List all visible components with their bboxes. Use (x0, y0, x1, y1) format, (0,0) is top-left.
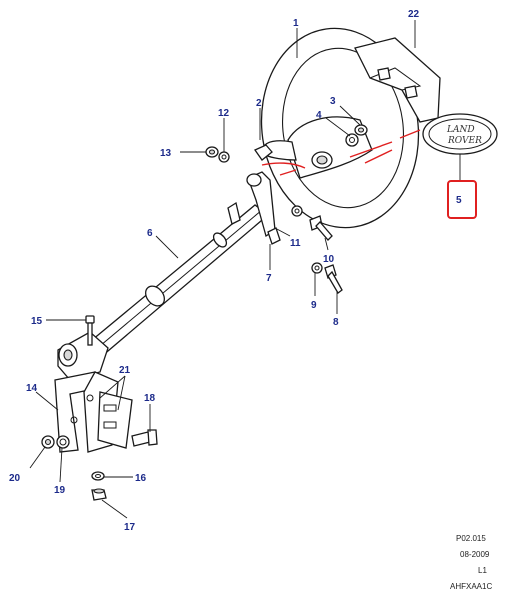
callout-13[interactable]: 13 (160, 148, 172, 159)
callout-22[interactable]: 22 (408, 9, 420, 20)
leader-lines (29, 20, 461, 519)
bolt-18 (131, 429, 158, 447)
land-rover-badge: LAND ROVER (422, 113, 498, 155)
fasteners-12-13 (205, 146, 230, 163)
callout-15[interactable]: 15 (31, 316, 43, 327)
callout-3[interactable]: 3 (330, 96, 336, 107)
callout-17[interactable]: 17 (124, 522, 136, 533)
callout-16[interactable]: 16 (135, 473, 147, 484)
wheel-nut (345, 124, 368, 147)
lower-fasteners (41, 435, 107, 501)
callout-21[interactable]: 21 (119, 365, 131, 376)
callout-8[interactable]: 8 (333, 317, 339, 328)
alignment-marks (261, 129, 421, 176)
upper-bracket (246, 171, 281, 245)
callout-7[interactable]: 7 (266, 273, 272, 284)
lower-bearing (57, 331, 109, 381)
callout-5[interactable]: 5 (456, 195, 462, 206)
callout-14[interactable]: 14 (26, 383, 38, 394)
highlight-box (447, 180, 477, 219)
callout-18[interactable]: 18 (144, 393, 156, 404)
badge-text-line2: ROVER (447, 136, 482, 146)
callout-1[interactable]: 1 (293, 18, 299, 29)
steering-column (78, 201, 270, 363)
callout-11[interactable]: 11 (290, 238, 301, 249)
badge-text-line1: LAND (446, 125, 475, 135)
callout-20[interactable]: 20 (9, 473, 21, 484)
mounting-brackets (54, 371, 133, 453)
bolt-15 (85, 315, 95, 346)
info-block: P02.015 08-2009 L1 AHFXAA1C (450, 534, 492, 591)
fasteners-8-11 (291, 205, 343, 294)
callout-10[interactable]: 10 (323, 254, 335, 265)
level-label: L1 (478, 566, 487, 575)
callout-9[interactable]: 9 (311, 300, 317, 311)
callout-6[interactable]: 6 (147, 228, 153, 239)
cover-22 (354, 37, 441, 123)
callout-12[interactable]: 12 (218, 108, 230, 119)
revision-date: 08-2009 (460, 550, 490, 559)
page-reference: P02.015 (456, 534, 486, 543)
illustration-code: AHFXAA1C (450, 582, 492, 591)
callout-2[interactable]: 2 (256, 98, 262, 109)
callout-4[interactable]: 4 (316, 110, 322, 121)
clip-2 (254, 144, 273, 161)
callout-19[interactable]: 19 (54, 485, 66, 496)
